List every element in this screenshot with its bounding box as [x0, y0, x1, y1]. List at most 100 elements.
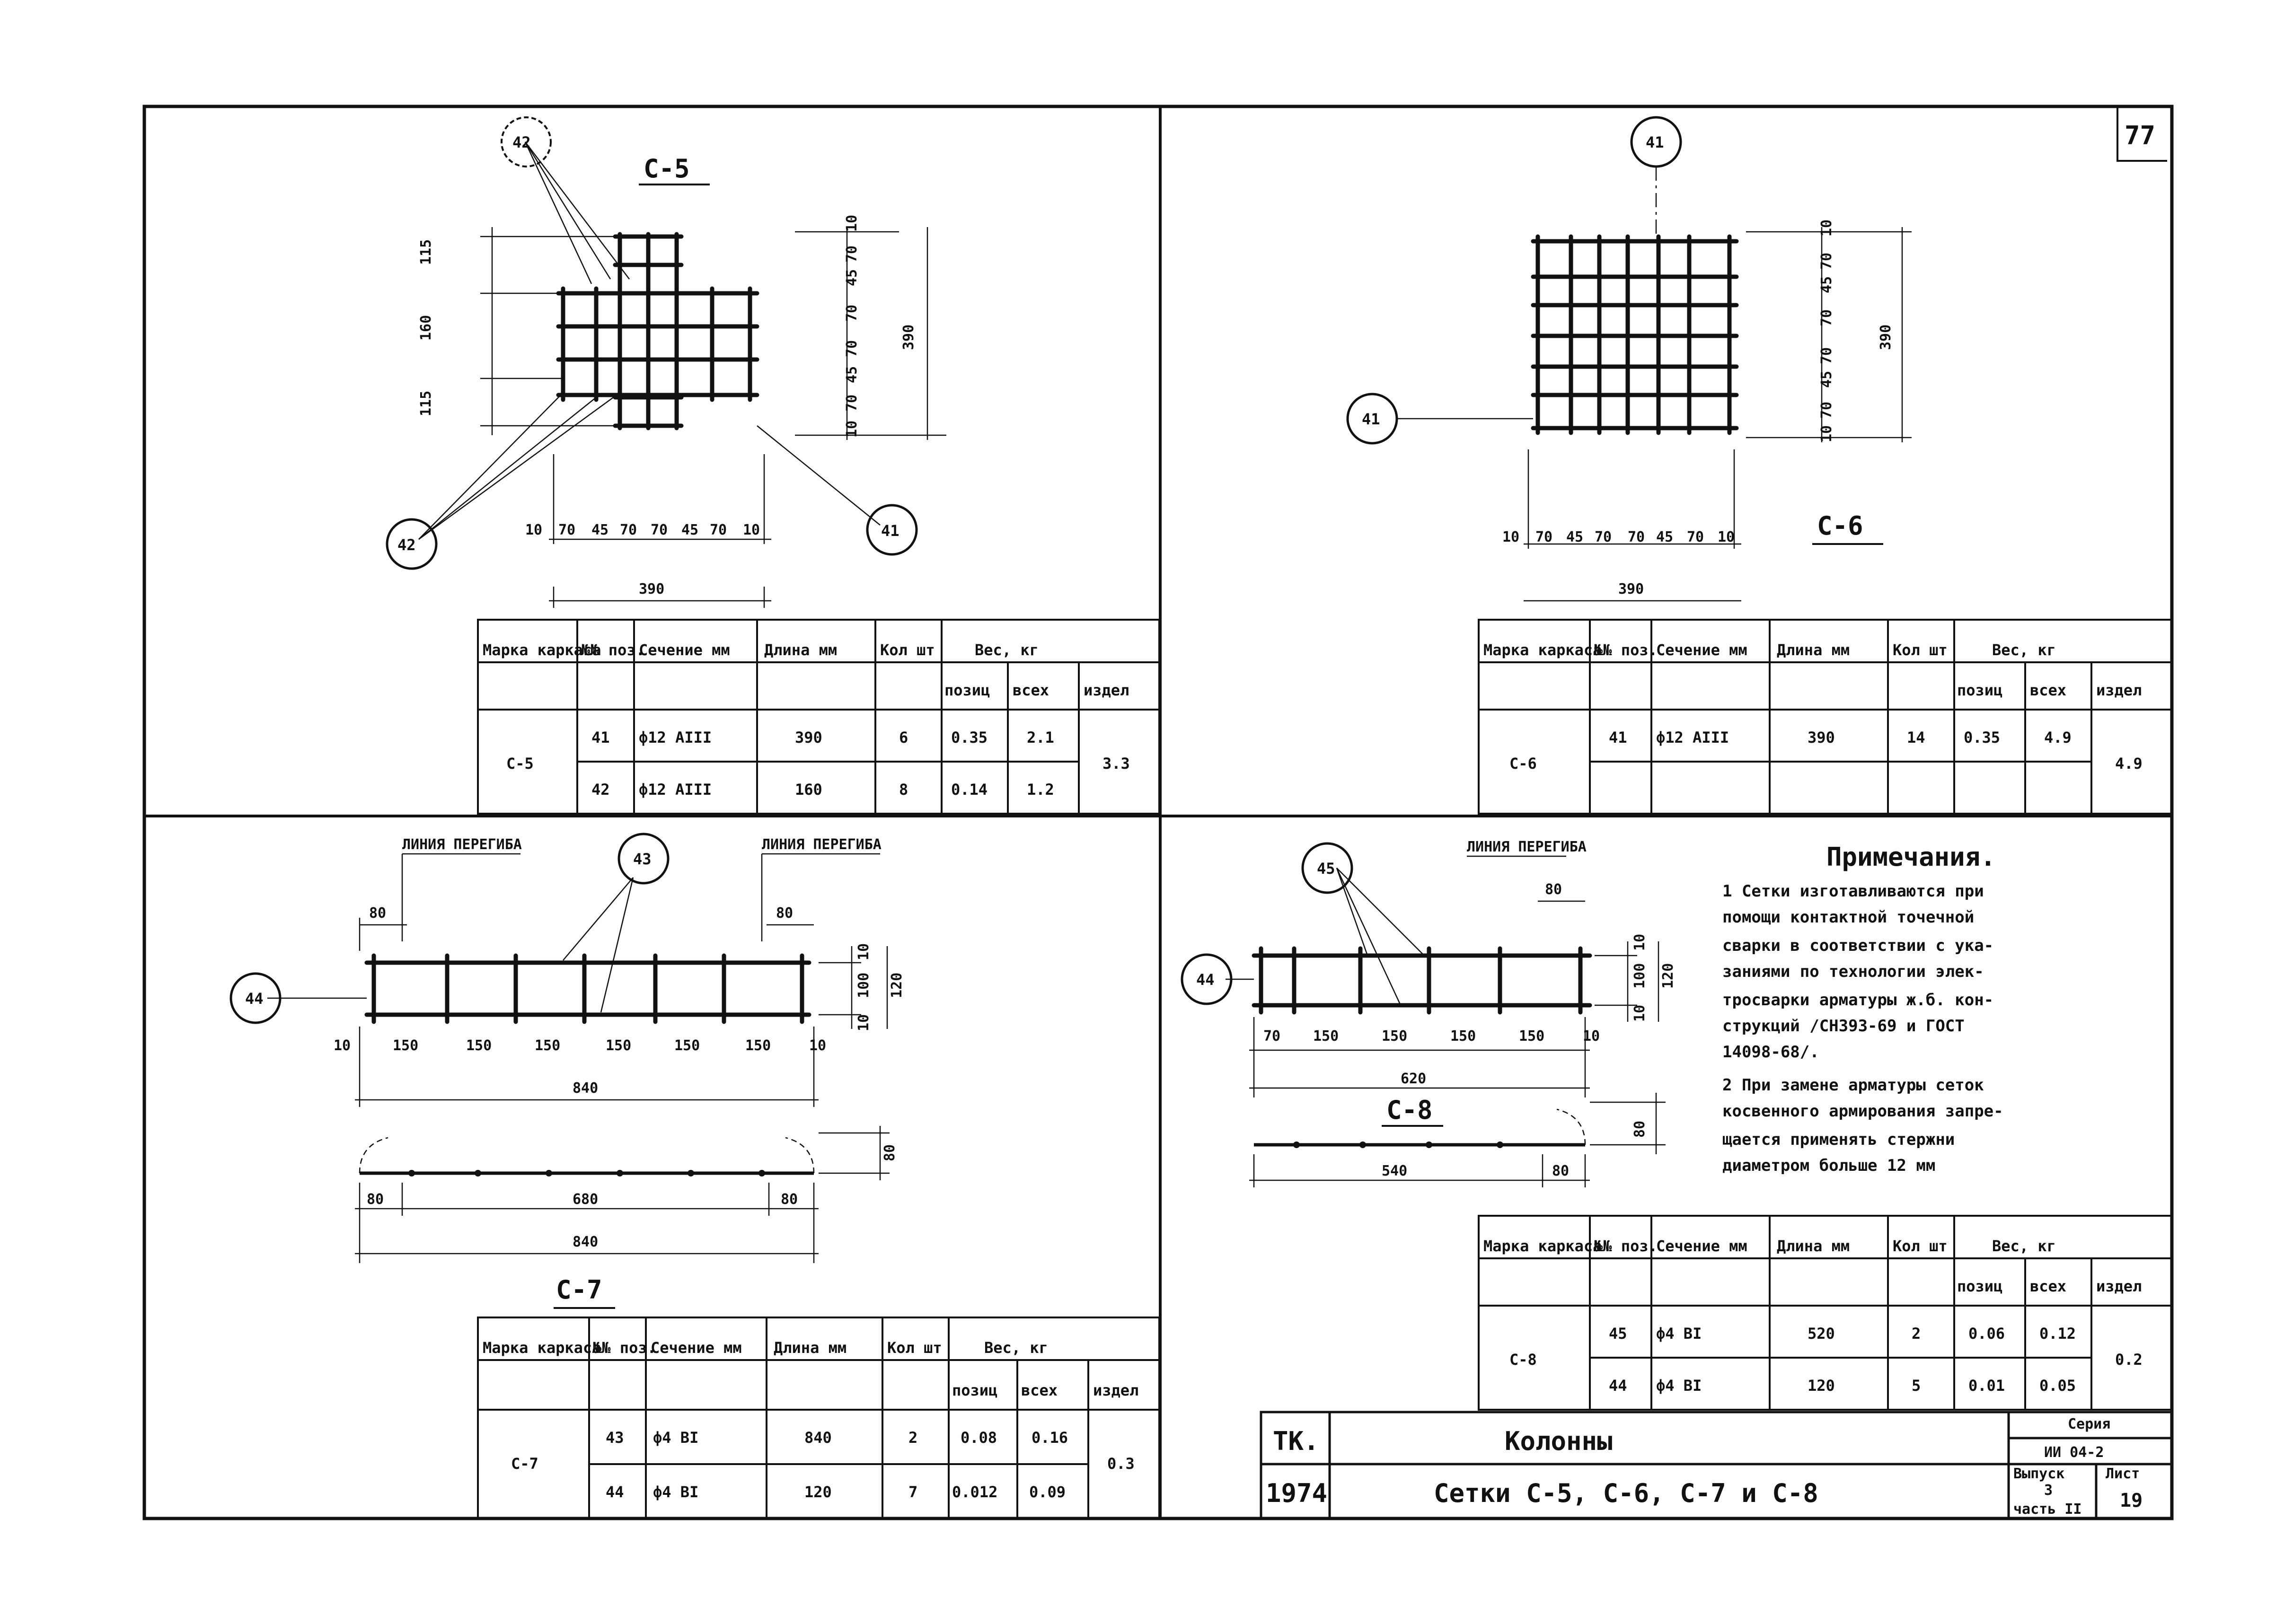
svg-text:10: 10 — [1502, 529, 1519, 545]
svg-text:Вес, кг: Вес, кг — [1992, 1237, 2056, 1255]
svg-text:70: 70 — [1818, 347, 1835, 364]
svg-text:10: 10 — [844, 215, 860, 232]
svg-text:Сечение мм: Сечение мм — [1656, 1237, 1747, 1255]
table-c6: Марка каркаса №№ поз. Сечение мм Длина м… — [1478, 619, 2173, 815]
table-c5: Марка каркаса №№ поз. Сечение мм Длина м… — [477, 619, 1160, 815]
svg-text:Длина мм: Длина мм — [1777, 1237, 1850, 1255]
svg-text:С-5: С-5 — [506, 755, 534, 772]
svg-text:0.09: 0.09 — [1029, 1483, 1066, 1501]
svg-text:70: 70 — [1818, 253, 1835, 270]
svg-text:Длина мм: Длина мм — [774, 1339, 847, 1357]
svg-text:5: 5 — [1912, 1377, 1921, 1395]
svg-text:150: 150 — [535, 1037, 560, 1054]
svg-text:Вес, кг: Вес, кг — [975, 641, 1039, 659]
svg-text:4.9: 4.9 — [2115, 755, 2143, 772]
svg-text:издел: издел — [2096, 681, 2142, 699]
mark-c5: С-5 — [644, 154, 690, 184]
title-block: ТК. 1974 Колонны Сетки С-5, С-6, С-7 и С… — [1260, 1411, 2173, 1520]
svg-text:120: 120 — [889, 973, 905, 998]
svg-text:44: 44 — [1196, 971, 1215, 989]
svg-text:45: 45 — [1818, 371, 1835, 388]
svg-text:390: 390 — [1808, 729, 1835, 746]
svg-text:сварки в соответствии с ука-: сварки в соответствии с ука- — [1722, 936, 1993, 955]
svg-text:120: 120 — [1808, 1377, 1835, 1395]
svg-text:80: 80 — [367, 1191, 384, 1208]
svg-text:Вес, кг: Вес, кг — [984, 1339, 1048, 1357]
svg-text:Кол шт: Кол шт — [887, 1339, 942, 1357]
table-c7: Марка каркаса №№ поз. Сечение мм Длина м… — [477, 1317, 1160, 1519]
svg-text:150: 150 — [674, 1037, 700, 1054]
svg-text:0.16: 0.16 — [1032, 1429, 1068, 1447]
svg-text:80: 80 — [1545, 881, 1562, 898]
svg-text:45: 45 — [844, 366, 860, 383]
svg-text:Вес, кг: Вес, кг — [1992, 641, 2056, 659]
svg-text:80: 80 — [1632, 1121, 1648, 1138]
svg-text:70: 70 — [620, 522, 637, 538]
svg-text:45: 45 — [1317, 860, 1335, 878]
svg-text:840: 840 — [573, 1080, 598, 1097]
sheet-frame — [142, 105, 2174, 1520]
c5-vdims-left: 115 160 115 — [418, 239, 434, 416]
svg-text:70: 70 — [844, 395, 860, 412]
svg-text:Сечение мм: Сечение мм — [1656, 641, 1747, 659]
svg-text:3.3: 3.3 — [1102, 755, 1130, 772]
svg-text:41: 41 — [1362, 410, 1380, 428]
svg-text:390: 390 — [639, 581, 664, 597]
c5-vdims-right: 10 70 45 70 70 45 70 10 390 — [844, 215, 917, 438]
svg-text:42: 42 — [591, 781, 610, 799]
c6-hdims: 10 70 45 70 70 45 70 10 390 — [1502, 529, 1735, 597]
svg-text:70: 70 — [558, 522, 575, 538]
svg-text:520: 520 — [1808, 1325, 1835, 1343]
svg-text:150: 150 — [1450, 1028, 1476, 1045]
table-c8: Марка каркаса №№ поз. Сечение мм Длина м… — [1478, 1215, 2173, 1411]
svg-text:10: 10 — [1632, 1005, 1648, 1022]
svg-text:ЛИНИЯ ПЕРЕГИБА: ЛИНИЯ ПЕРЕГИБА — [1467, 839, 1587, 855]
svg-text:44: 44 — [245, 990, 264, 1008]
svg-text:80: 80 — [1552, 1163, 1569, 1179]
svg-text:всех: всех — [2030, 1277, 2066, 1295]
svg-text:150: 150 — [393, 1037, 418, 1054]
svg-text:6: 6 — [899, 729, 908, 746]
svg-text:0.012: 0.012 — [952, 1483, 997, 1501]
svg-text:70: 70 — [1535, 529, 1552, 545]
mesh-c5: С-5 — [386, 116, 946, 608]
svg-text:0.14: 0.14 — [951, 781, 988, 799]
svg-text:диаметром больше 12 мм: диаметром больше 12 мм — [1722, 1156, 1935, 1175]
svg-text:№№ поз.: №№ поз. — [592, 1339, 656, 1357]
svg-text:ф4 ВI: ф4 ВI — [1656, 1325, 1702, 1343]
svg-text:0.12: 0.12 — [2039, 1325, 2076, 1343]
svg-text:1.2: 1.2 — [1027, 781, 1054, 799]
notes-block: Примечания. 1 Сетки изготавливаются при … — [1722, 842, 2003, 1175]
svg-text:42: 42 — [512, 133, 531, 151]
svg-text:10: 10 — [334, 1037, 351, 1054]
svg-text:390: 390 — [1618, 581, 1644, 597]
svg-text:70: 70 — [844, 305, 860, 322]
svg-text:10: 10 — [855, 1014, 872, 1031]
svg-text:Длина мм: Длина мм — [764, 641, 837, 659]
svg-text:Сечение мм: Сечение мм — [639, 641, 730, 659]
mark-c7: С-7 — [556, 1275, 602, 1305]
svg-text:0.2: 0.2 — [2115, 1351, 2143, 1369]
svg-text:100: 100 — [1632, 963, 1648, 989]
svg-text:Кол шт: Кол шт — [1893, 1237, 1948, 1255]
mark-c6: С-6 — [1817, 511, 1863, 541]
svg-text:10: 10 — [809, 1037, 826, 1054]
svg-text:70: 70 — [1263, 1028, 1280, 1045]
svg-text:С-6: С-6 — [1509, 755, 1537, 772]
svg-text:помощи контактной точечной: помощи контактной точечной — [1722, 908, 1974, 927]
svg-text:150: 150 — [1313, 1028, 1339, 1045]
title-main: Колонны — [1505, 1426, 1613, 1456]
svg-text:70: 70 — [844, 340, 860, 357]
svg-text:всех: всех — [1021, 1381, 1058, 1399]
svg-text:10: 10 — [1818, 425, 1835, 442]
c5-hdims: 10 70 45 70 70 45 70 10 390 — [525, 522, 760, 597]
svg-text:Лист: Лист — [2106, 1466, 2140, 1482]
svg-text:45: 45 — [1656, 529, 1673, 545]
svg-text:160: 160 — [795, 781, 822, 799]
svg-text:70: 70 — [651, 522, 668, 538]
svg-text:160: 160 — [418, 315, 434, 341]
svg-text:0.3: 0.3 — [1107, 1455, 1135, 1473]
svg-text:струкций /СН393-69 и ГОСТ: струкций /СН393-69 и ГОСТ — [1722, 1017, 1965, 1036]
svg-text:1 Сетки изготавливаются при: 1 Сетки изготавливаются при — [1722, 882, 1984, 901]
svg-text:150: 150 — [1519, 1028, 1544, 1045]
